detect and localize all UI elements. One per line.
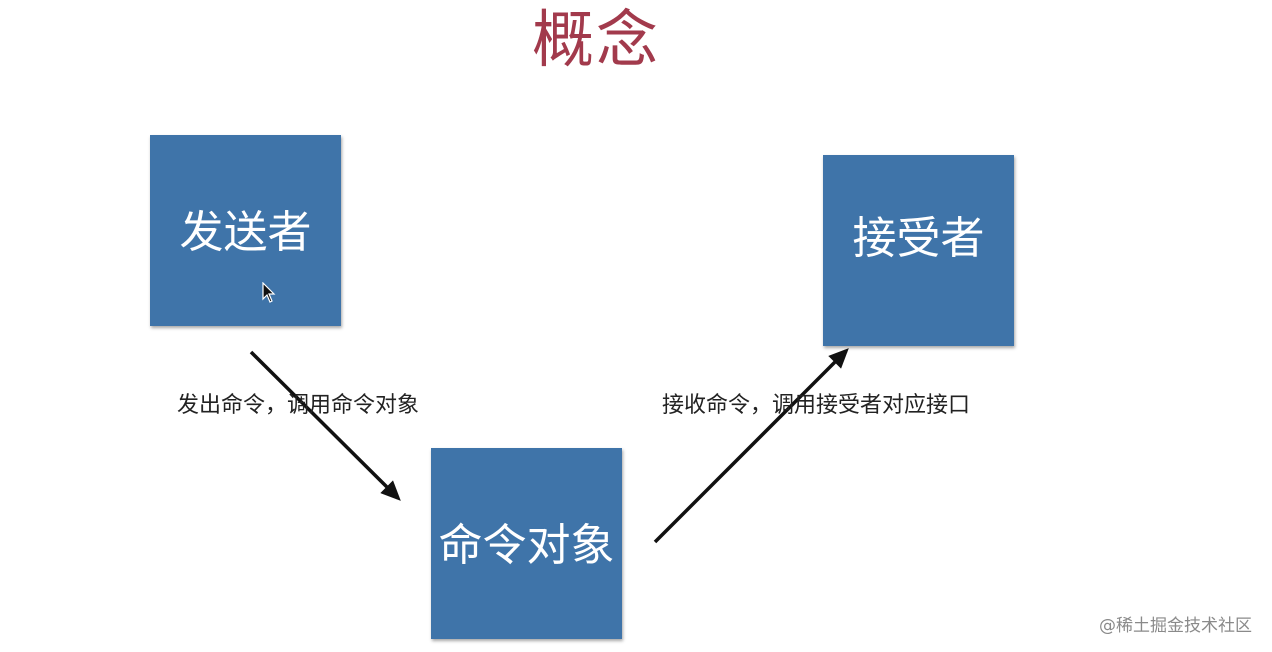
edge-label-command-to-receiver: 接收命令，调用接受者对应接口 [662, 393, 971, 418]
edge-label-sender-to-command: 发出命令，调用命令对象 [177, 393, 420, 418]
node-receiver: 接受者 [823, 155, 1014, 346]
arrow-sender-to-command [249, 350, 401, 501]
slide-title: 概念 [531, 3, 660, 76]
node-receiver-label: 接受者 [852, 212, 985, 264]
node-command-object-label: 命令对象 [438, 519, 615, 571]
arrow-command-to-receiver [653, 348, 849, 544]
node-command-object: 命令对象 [431, 448, 622, 639]
node-sender-label: 发送者 [179, 206, 312, 258]
mouse-pointer-icon [262, 282, 276, 303]
watermark: @稀土掘金技术社区 [1099, 616, 1252, 636]
node-sender: 发送者 [150, 135, 341, 326]
